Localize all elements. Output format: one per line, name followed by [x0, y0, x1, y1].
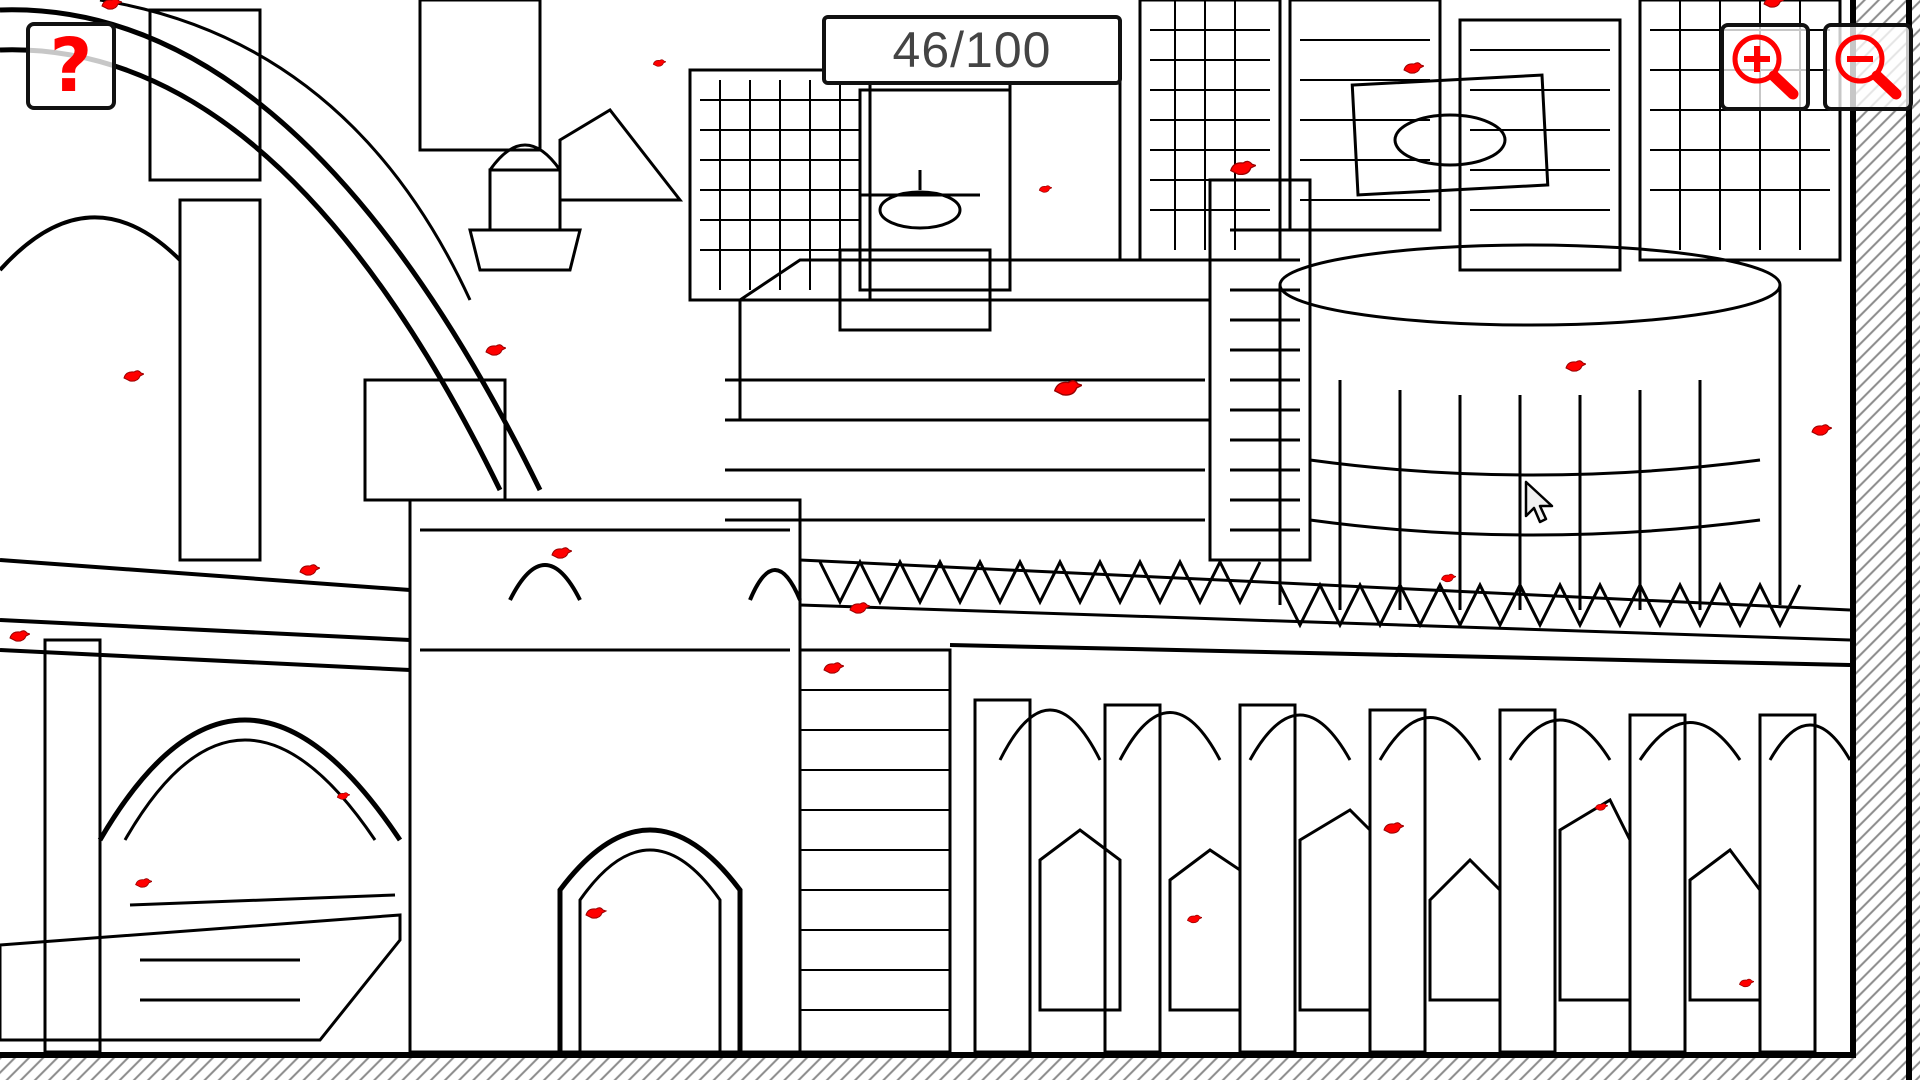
- found-bird-icon: [135, 878, 152, 888]
- stone-bridge-left: [0, 198, 411, 1052]
- zoom-out-button[interactable]: [1823, 23, 1913, 111]
- zoom-out-magnifier-icon: [1835, 34, 1902, 100]
- round-building: [1278, 73, 1782, 610]
- central-building: [725, 170, 1312, 562]
- found-counter-text: 46/100: [892, 22, 1052, 78]
- found-bird-icon: [1811, 424, 1832, 436]
- found-counter: 46/100: [822, 15, 1122, 85]
- found-bird-icon: [1187, 914, 1202, 924]
- truss-bridge: [799, 558, 1850, 642]
- game-map-canvas[interactable]: [0, 0, 1856, 1058]
- found-bird-icon: [551, 547, 572, 559]
- stone-gate: [408, 498, 952, 1052]
- cityscape-line-art: [0, 0, 1850, 1052]
- found-bird-icon: [585, 907, 608, 919]
- found-bird-icon: [1230, 160, 1256, 176]
- domed-tower: [363, 108, 684, 502]
- mouse-cursor-icon: [1524, 480, 1554, 524]
- found-bird-icon: [849, 602, 870, 614]
- found-bird-icon: [299, 564, 320, 576]
- found-bird-icon: [823, 662, 844, 674]
- found-bird-icon: [1763, 0, 1784, 8]
- question-mark-icon: ?: [49, 23, 93, 109]
- found-bird-icon: [1053, 380, 1082, 396]
- help-button[interactable]: ?: [26, 22, 116, 110]
- found-bird-icon: [123, 370, 144, 382]
- found-bird-icon: [9, 630, 30, 642]
- found-bird-icon: [1441, 573, 1456, 583]
- outer-frame-line: [1906, 0, 1912, 1080]
- found-bird-icon: [1383, 822, 1404, 834]
- zoom-in-magnifier-icon: [1732, 34, 1799, 100]
- found-bird-icon: [1038, 185, 1052, 193]
- skyscrapers: [148, 0, 1842, 302]
- found-bird-icon: [1739, 978, 1754, 988]
- found-bird-icon: [652, 59, 666, 67]
- cruise-ship: [0, 893, 402, 1042]
- found-bird-icon: [101, 0, 122, 10]
- found-bird-icon: [485, 344, 506, 356]
- found-bird-icon: [336, 792, 350, 800]
- aqueduct-arches: [949, 643, 1850, 1052]
- zoom-in-button[interactable]: [1720, 23, 1810, 111]
- found-bird-icon: [1403, 62, 1424, 74]
- found-bird-icon: [1565, 360, 1586, 372]
- found-bird-icon: [1594, 803, 1608, 811]
